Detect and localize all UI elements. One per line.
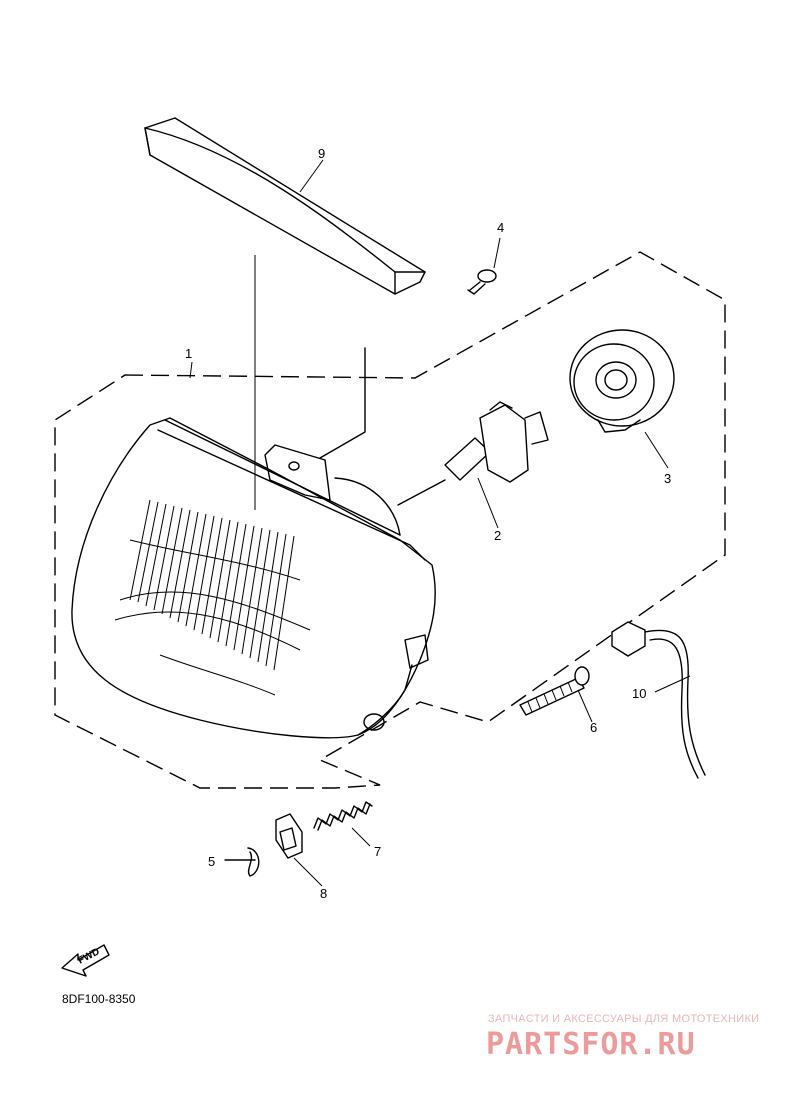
callout-3: 3 <box>664 471 671 486</box>
callout-1: 1 <box>185 346 192 361</box>
part-1-headlight <box>71 417 436 739</box>
part-9-visor <box>144 117 426 295</box>
lens-pattern <box>114 499 311 696</box>
part-5-pin <box>224 847 260 877</box>
callout-5: 5 <box>208 854 215 869</box>
watermark-brand: PARTSFOR.RU <box>486 1027 696 1062</box>
part-7-spring <box>313 801 373 831</box>
assembly-boundary <box>54 251 726 789</box>
part-10-socket <box>611 621 706 779</box>
fwd-arrow-icon: FWD <box>61 944 110 977</box>
part-4-screw <box>467 269 497 295</box>
callout-9: 9 <box>318 146 325 161</box>
part-6-screw <box>519 666 590 716</box>
watermark-tagline: ЗАПЧАСТИ И АКСЕССУАРЫ ДЛЯ МОТОТЕХНИКИ <box>488 1013 759 1025</box>
callout-6: 6 <box>590 720 597 735</box>
callout-2: 2 <box>494 528 501 543</box>
callout-10: 10 <box>632 686 646 701</box>
diagram-code: 8DF100-8350 <box>62 992 136 1006</box>
part-2-bulb <box>397 401 549 506</box>
callout-8: 8 <box>320 886 327 901</box>
leader-lines <box>189 159 691 887</box>
callout-4: 4 <box>497 220 504 235</box>
callout-7: 7 <box>374 844 381 859</box>
part-3-cover <box>569 329 675 433</box>
part-8-nut <box>275 813 303 859</box>
